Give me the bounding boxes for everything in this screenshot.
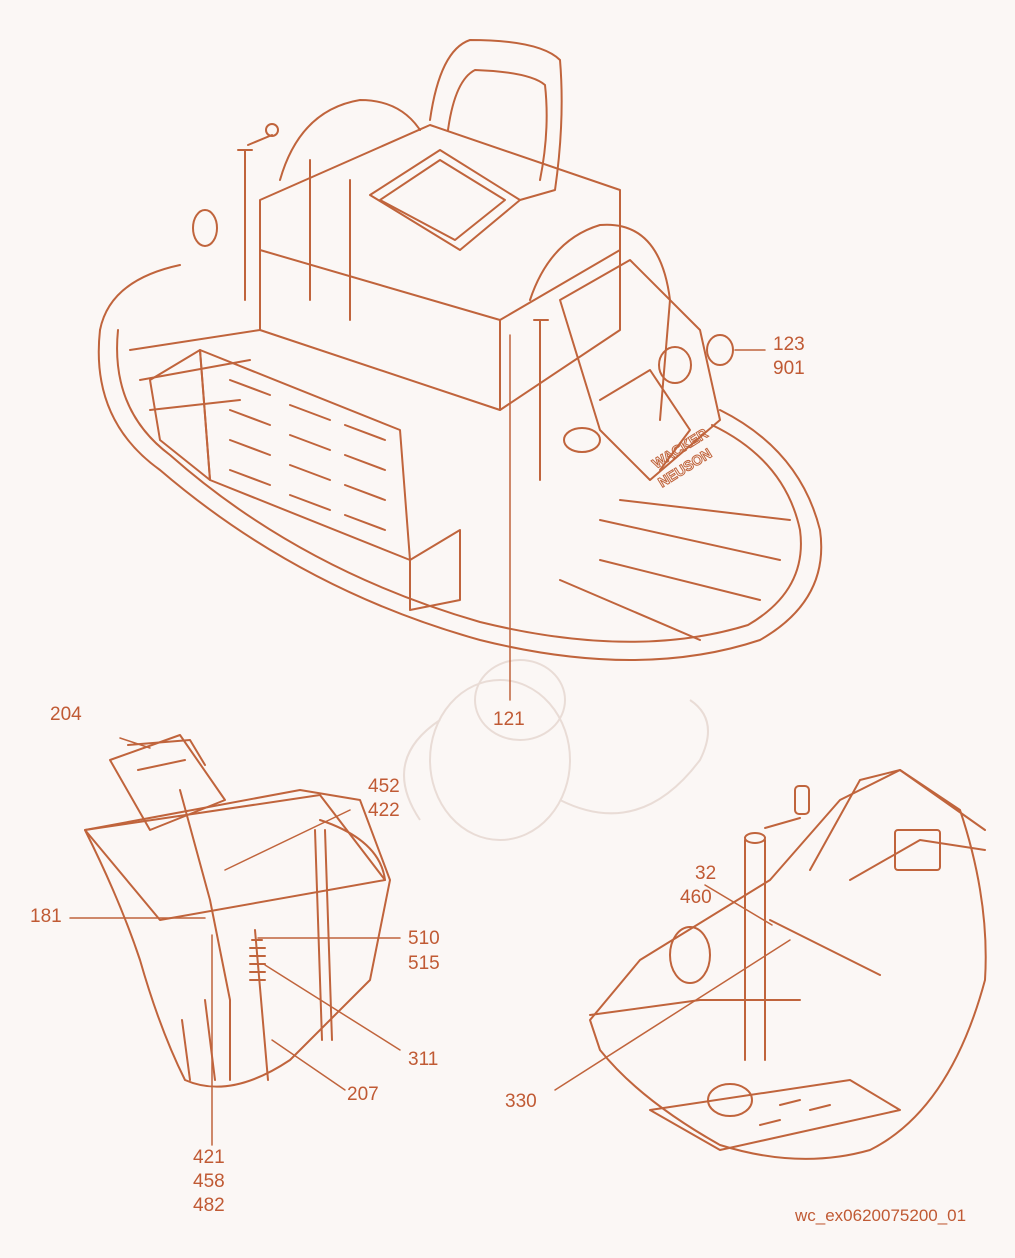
joystick-posts [309, 159, 351, 321]
retardant-tank [658, 346, 692, 384]
left-control-lever [237, 134, 273, 301]
linkage-rod [179, 789, 231, 1081]
trowel-blades-left [129, 329, 261, 411]
work-light-left [192, 209, 218, 247]
callout-311: 311 [408, 1049, 439, 1070]
engine-cover [559, 259, 721, 481]
callout-330: 330 [505, 1091, 537, 1112]
callout-458: 458 [193, 1171, 225, 1192]
cable-rod [769, 919, 881, 976]
guard-ring-inner [116, 329, 802, 643]
gearbox [707, 1083, 753, 1117]
callout-482: 482 [193, 1195, 225, 1216]
lever-handle [764, 817, 801, 829]
callout-421: 421 [193, 1147, 225, 1168]
callout-515: 515 [408, 953, 440, 974]
callout-204: 204 [50, 704, 82, 725]
grab-bar-left [279, 99, 421, 181]
callout-901: 901 [773, 358, 805, 379]
callout-460: 460 [680, 887, 712, 908]
floor-plate [649, 1079, 901, 1151]
trowel-blades-right [559, 499, 791, 641]
grab-bar-right [529, 223, 671, 421]
callout-510: 510 [408, 928, 440, 949]
callout-452: 452 [368, 776, 400, 797]
console-body [259, 124, 621, 321]
seat-back [429, 39, 563, 201]
detail-frame-outline [84, 789, 391, 1088]
callout-207: 207 [347, 1084, 379, 1105]
callout-32: 32 [695, 863, 717, 884]
ride-on-trowel-main-view [97, 39, 823, 701]
guard-ring-outer [97, 329, 823, 661]
detail-lever-area [554, 769, 987, 1160]
lever-post [744, 839, 766, 1061]
callout-121: 121 [493, 709, 525, 730]
seat-frame [809, 769, 986, 881]
work-light-right [706, 334, 734, 366]
detail-work-light [669, 926, 711, 984]
callout-422: 422 [368, 800, 400, 821]
callout-181: 181 [30, 906, 62, 927]
pedal [109, 734, 226, 831]
seat-cushion [369, 149, 521, 251]
grille-slots [229, 379, 386, 531]
deck-plate [84, 794, 386, 921]
callout-123: 123 [773, 334, 805, 355]
side-bracket [319, 819, 386, 881]
brand-decal: WACKER NEUSON [649, 425, 715, 491]
watermark [403, 659, 709, 841]
vertical-bar [314, 829, 333, 1041]
detail-pedal-linkage [69, 734, 401, 1146]
right-control-lever [533, 319, 549, 481]
knob [563, 427, 601, 453]
detail-frame-outline-right [589, 769, 987, 1160]
figure-id: wc_ex0620075200_01 [795, 1206, 967, 1225]
